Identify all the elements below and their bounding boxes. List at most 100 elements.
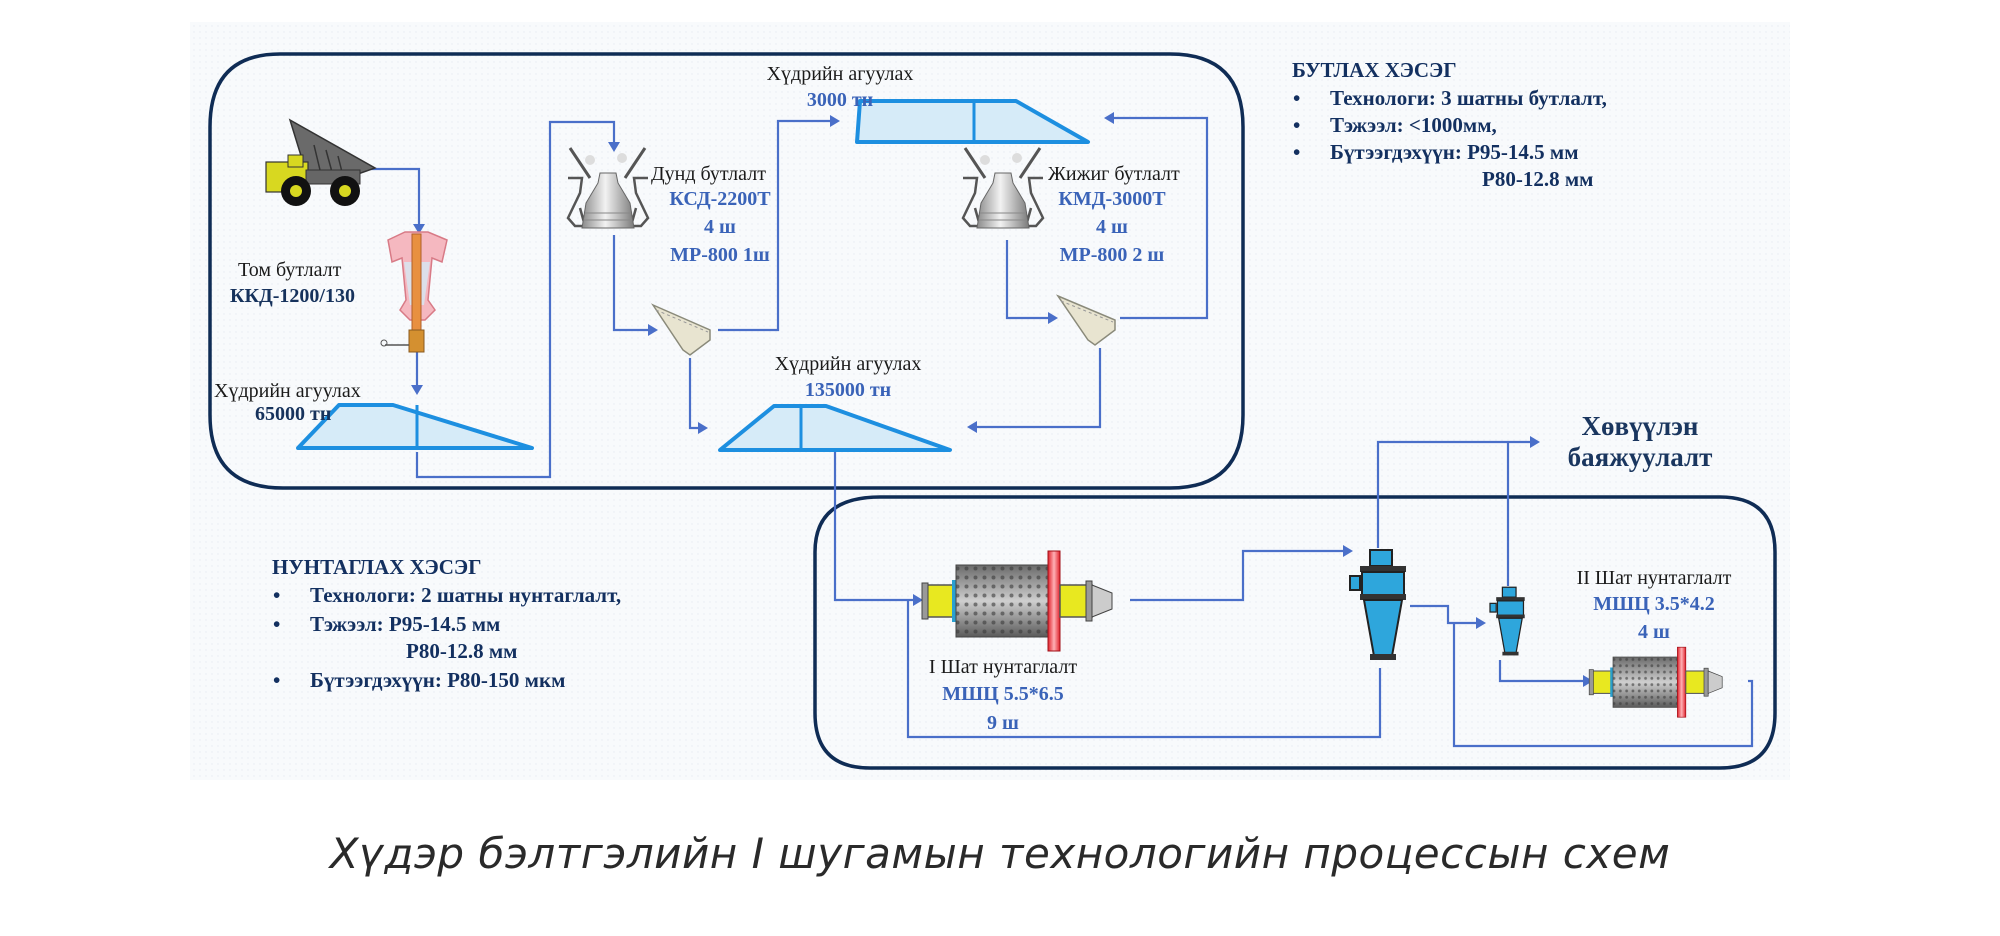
bullet-icon: • bbox=[1293, 140, 1300, 164]
bullet-icon: • bbox=[273, 668, 280, 692]
ball-mill-1 bbox=[921, 550, 1113, 652]
tertiary-crusher-model: КМД-3000Т bbox=[1058, 188, 1166, 210]
mill-1-name: I Шат нунтаглалт bbox=[929, 656, 1077, 678]
arrow-icon bbox=[1104, 112, 1114, 124]
crushing-bullet-1: Технологи: 3 шатны бутлалт, bbox=[1330, 86, 1607, 110]
hydrocyclone-icon bbox=[1489, 586, 1525, 656]
stockpile-3 bbox=[718, 404, 952, 452]
flotation-label-line2: баяжуулалт bbox=[1568, 442, 1713, 472]
stockpile-3-capacity: 135000 тн bbox=[805, 379, 891, 401]
crushing-section-title: БУТЛАХ ХЭСЭГ bbox=[1292, 58, 1457, 82]
arrow-icon bbox=[648, 324, 658, 336]
arrow-icon bbox=[698, 422, 708, 434]
stockpile-1-capacity: 65000 тн bbox=[255, 403, 331, 425]
flow-cyclone2-to-mill2 bbox=[1498, 660, 1585, 683]
grinding-bullet-2: Тэжээл: Р95-14.5 мм bbox=[310, 612, 500, 636]
mill-2-name: II Шат нунтаглалт bbox=[1577, 567, 1732, 589]
tertiary-crusher-extra: МР-800 2 ш bbox=[1060, 244, 1165, 266]
crushing-bullet-3: Бүтээгдэхүүн: Р95-14.5 мм bbox=[1330, 140, 1579, 164]
stockpile-2-name: Хүдрийн агуулах bbox=[767, 63, 914, 85]
tertiary-cone-crusher bbox=[961, 147, 1045, 229]
mill-2-model: МШЦ 3.5*4.2 bbox=[1593, 593, 1714, 615]
secondary-crusher-name: Дунд бутлалт bbox=[651, 163, 766, 185]
hydrocyclone-1 bbox=[1349, 549, 1406, 660]
arrow-icon bbox=[830, 115, 840, 127]
arrow-icon bbox=[413, 224, 425, 234]
stockpile-icon bbox=[718, 404, 952, 452]
grinding-bullet-1: Технологи: 2 шатны нунтаглалт, bbox=[310, 583, 621, 607]
flow-lines bbox=[370, 112, 1754, 748]
vibrating-screen-icon bbox=[650, 303, 711, 356]
vibrating-screen-2 bbox=[1055, 294, 1116, 346]
bullet-icon: • bbox=[1293, 113, 1300, 137]
flow-stockpile1-to-secondary bbox=[415, 120, 616, 479]
crushing-section-frame bbox=[208, 52, 1245, 490]
arrow-icon bbox=[1476, 617, 1486, 629]
crushing-bullet-3-cont: Р80-12.8 мм bbox=[1482, 167, 1593, 191]
grinding-section-frame bbox=[813, 495, 1777, 770]
secondary-crusher-count: 4 ш bbox=[704, 216, 736, 238]
mill-1-count: 9 ш bbox=[987, 712, 1019, 734]
secondary-cone-crusher bbox=[566, 147, 650, 229]
flow-screen2-to-stockpile2 bbox=[1112, 116, 1209, 320]
grinding-bullet-2-cont: Р80-12.8 мм bbox=[406, 639, 517, 663]
flow-screen1-to-stockpile3 bbox=[688, 358, 700, 430]
gyratory-crusher-icon bbox=[380, 231, 448, 353]
vibrating-screen-1 bbox=[650, 303, 711, 356]
arrow-icon bbox=[411, 385, 423, 395]
primary-crusher-name: Том бутлалт bbox=[238, 259, 342, 281]
tertiary-crusher-count: 4 ш bbox=[1096, 216, 1128, 238]
flow-screen2-to-stockpile3 bbox=[975, 348, 1102, 429]
flow-mill2-discharge bbox=[1452, 623, 1754, 748]
arrow-icon bbox=[967, 421, 977, 433]
arrow-icon bbox=[608, 142, 620, 152]
ball-mill-2 bbox=[1588, 646, 1723, 718]
stockpile-1-name: Хүдрийн агуулах bbox=[214, 380, 361, 402]
cone-crusher-icon bbox=[961, 147, 1045, 229]
grinding-bullet-3: Бүтээгдэхүүн: Р80-150 мкм bbox=[310, 668, 565, 692]
flow-mill1-to-cyclone1 bbox=[1130, 549, 1345, 602]
flow-screen1-to-stockpile2 bbox=[718, 119, 832, 332]
tertiary-crusher-name: Жижиг бутлалт bbox=[1048, 163, 1180, 185]
flow-cyclone1-underflow-to-mill1 bbox=[906, 600, 1382, 739]
arrow-icon bbox=[1530, 436, 1540, 448]
flotation-label-line1: Хөвүүлэн bbox=[1582, 411, 1699, 441]
stockpile-1 bbox=[296, 403, 534, 450]
flow-stockpile3-to-mill1 bbox=[833, 452, 915, 602]
crushing-section-bullets: • Технологи: 3 шатны бутлалт, • Тэжээл: … bbox=[1293, 86, 1607, 191]
secondary-crusher-extra: МР-800 1ш bbox=[670, 244, 770, 266]
figure-caption: Хүдэр бэлтгэлийн I шугамын технологийн п… bbox=[328, 829, 1671, 878]
hydrocyclone-2 bbox=[1489, 586, 1525, 656]
crushing-bullet-2: Тэжээл: <1000мм, bbox=[1330, 113, 1497, 137]
ball-mill-icon bbox=[1588, 646, 1723, 718]
ball-mill-icon bbox=[921, 550, 1113, 652]
bullet-icon: • bbox=[273, 612, 280, 636]
bullet-icon: • bbox=[273, 583, 280, 607]
stockpile-2-capacity: 3000 тн bbox=[807, 89, 873, 111]
diagram-texture bbox=[190, 22, 1790, 780]
stockpile-2 bbox=[855, 99, 1090, 144]
arrow-icon bbox=[1583, 675, 1593, 687]
arrow-icon bbox=[1048, 312, 1058, 324]
grinding-section-title: НУНТАГЛАХ ХЭСЭГ bbox=[272, 555, 482, 579]
flow-tertiary-to-screen2 bbox=[1005, 240, 1050, 320]
haul-truck-icon bbox=[265, 118, 377, 206]
flow-cyclone1-to-cyclone2 bbox=[1410, 604, 1478, 625]
bullet-icon: • bbox=[1293, 86, 1300, 110]
primary-crusher-model: ККД-1200/130 bbox=[230, 285, 355, 307]
flow-cyclone1-overflow bbox=[1376, 440, 1532, 548]
arrow-icon bbox=[913, 594, 923, 606]
mill-2-count: 4 ш bbox=[1638, 621, 1670, 643]
mill-1-model: МШЦ 5.5*6.5 bbox=[942, 683, 1063, 705]
vibrating-screen-icon bbox=[1055, 294, 1116, 346]
grinding-section-bullets: • Технологи: 2 шатны нунтаглалт, • Тэжээ… bbox=[273, 583, 621, 692]
hydrocyclone-icon bbox=[1349, 549, 1406, 660]
flow-secondary-to-screen1 bbox=[612, 235, 650, 332]
arrow-icon bbox=[1343, 545, 1353, 557]
cone-crusher-icon bbox=[566, 147, 650, 229]
flow-truck-to-crusher bbox=[370, 167, 421, 228]
secondary-crusher-model: КСД-2200Т bbox=[669, 188, 771, 210]
stockpile-icon bbox=[296, 403, 534, 450]
stockpile-3-name: Хүдрийн агуулах bbox=[775, 353, 922, 375]
